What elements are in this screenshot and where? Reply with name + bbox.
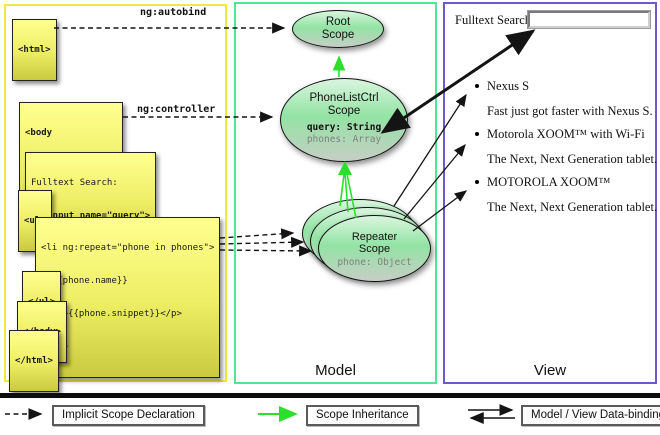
scope-title-line: PhoneListCtrl [309,92,379,104]
code-line: <input name="query"> [31,211,151,221]
item-title: MOTOROLA XOOM™ [487,175,611,189]
code-box-html-close: </html> [9,330,59,392]
phonelistctrl-scope-title: PhoneListCtrl Scope [281,92,407,118]
phonelistctrl-scope-props: query: String phones: Array [281,122,407,146]
legend-scope-inheritance: Scope Inheritance [306,405,419,426]
fulltext-search-label: Fulltext Search: [455,13,535,27]
model-panel: Model [234,2,437,384]
bullet-icon [475,84,479,88]
view-list-item: MOTOROLA XOOM™ The Next, Next Generation… [471,175,657,214]
directive-label-controller: ng:controller [137,104,216,115]
code-line: {{phone.name}} [41,276,128,286]
bullet-icon [475,180,479,184]
code-line: <body [25,128,53,138]
item-desc: The Next, Next Generation tablet. [487,200,658,214]
scope-title-line: Repeater [351,231,398,243]
prop-phone: phone: Object [337,257,412,268]
fulltext-search-input[interactable] [527,10,651,29]
scope-title-line: Scope [321,29,355,41]
directive-label-autobind: ng:autobind [140,7,207,18]
phonelistctrl-scope-ellipse: PhoneListCtrl Scope query: String phones… [280,78,408,162]
legend-implicit-scope-declaration: Implicit Scope Declaration [52,405,205,426]
code-box-html-open: <html> [12,19,57,81]
code-line: Fulltext Search: [31,178,118,188]
code-line: <ul> [24,216,46,227]
code-line: </li> [41,342,214,353]
prop-phones: phones: Array [306,134,382,145]
repeater-scope-title: Repeater Scope [319,231,430,255]
repeater-scope-ellipse-front: Repeater Scope phone: Object [318,215,431,282]
code-line: <p>{{phone.snippet}}</p> [41,309,182,319]
scope-title-line: Scope [327,105,361,117]
view-list-item: Motorola XOOM™ with Wi-Fi The Next, Next… [471,127,657,166]
code-line: </html> [15,356,53,366]
item-desc: Fast just got faster with Nexus S. [487,104,653,118]
prop-query: query: String [306,122,382,133]
item-title: Motorola XOOM™ with Wi-Fi [487,127,645,141]
view-panel-label: View [533,362,567,379]
code-line: <li ng:repeat="phone in phones"> [41,243,215,253]
scope-title-line: Root [325,16,351,28]
code-box-li-repeat: <li ng:repeat="phone in phones"> {{phone… [35,217,221,378]
item-title: Nexus S [487,79,530,93]
root-scope-title: Root Scope [293,16,383,42]
legend-separator-rule [0,393,660,398]
scope-title-line: Scope [358,243,391,255]
bullet-icon [475,132,479,136]
legend-model-view-data-binding: Model / View Data-binding [521,405,660,426]
root-scope-ellipse: Root Scope [292,10,384,48]
code-line: <html> [18,45,51,55]
model-panel-label: Model [315,362,356,379]
view-list-item: Nexus S Fast just got faster with Nexus … [471,79,653,118]
item-desc: The Next, Next Generation tablet. [487,152,658,166]
